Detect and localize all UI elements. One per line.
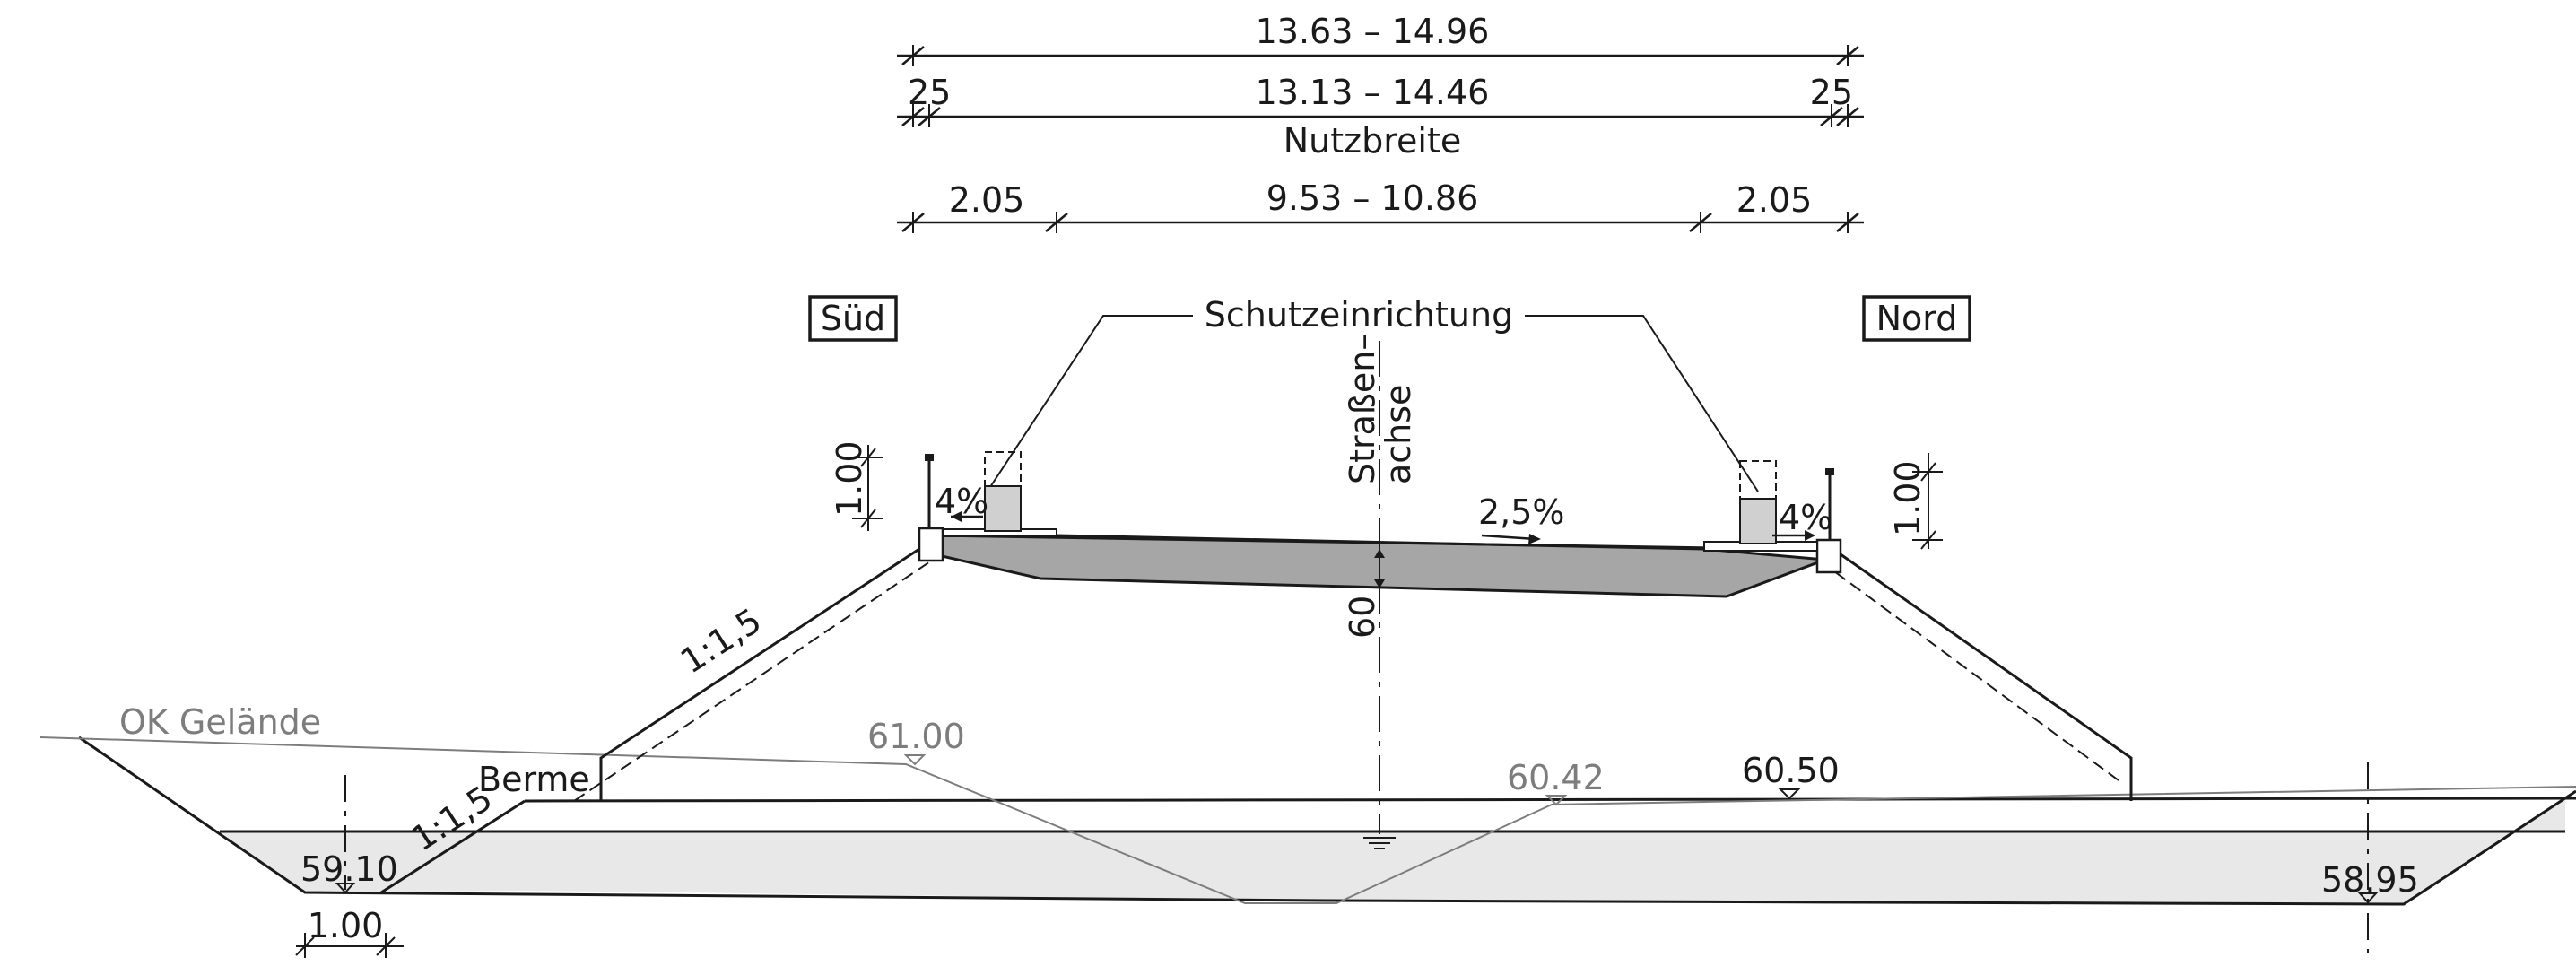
pavement-thickness-arrow-bottom bbox=[1374, 579, 1385, 588]
ditch-fill-left bbox=[220, 831, 525, 892]
embankment-left bbox=[599, 547, 920, 801]
dim-edge-right: 25 bbox=[1810, 73, 1853, 112]
dimension-chain-total bbox=[897, 45, 1864, 66]
ground-left-marker bbox=[903, 754, 927, 766]
dim-shoulder-left: 2.05 bbox=[949, 180, 1025, 220]
slope-upper-label: 1:1,5 bbox=[674, 601, 769, 682]
left-cap bbox=[918, 527, 944, 562]
pavement-thickness-label: 60 bbox=[1343, 596, 1382, 639]
left-barrier-outline bbox=[984, 451, 1022, 487]
berm-level-elev: 60.50 bbox=[1742, 751, 1840, 790]
dim-usable-width: 13.13 – 14.46 bbox=[1256, 73, 1490, 112]
right-cap bbox=[1815, 538, 1842, 574]
ground-left-elev: 61.00 bbox=[867, 717, 965, 756]
embankment-inner-left bbox=[573, 555, 939, 802]
axis-label-line1: Straßen– bbox=[1343, 334, 1382, 484]
axis-label-line2: achse bbox=[1379, 385, 1418, 484]
dim-edge-left: 25 bbox=[908, 73, 951, 112]
barrier-leader-left bbox=[988, 315, 1193, 491]
right-curb bbox=[1703, 541, 1818, 552]
ditch-slope-line bbox=[380, 799, 526, 894]
carriageway-slope-arrowhead bbox=[1528, 534, 1541, 544]
north-box bbox=[1862, 295, 1971, 342]
right-slope-label: 4% bbox=[1779, 498, 1832, 537]
berm-label: Berme bbox=[478, 760, 590, 799]
pavement-thickness-arrow-top bbox=[1374, 549, 1385, 558]
ground-right-marker bbox=[1545, 795, 1568, 806]
ground-right-elev: 60.42 bbox=[1507, 758, 1605, 797]
left-slope-label: 4% bbox=[935, 482, 988, 521]
barrier-height-left: 1.00 bbox=[830, 440, 869, 517]
left-barrier-post bbox=[984, 485, 1022, 532]
south-box bbox=[808, 295, 898, 342]
dimension-chain-lanes bbox=[897, 212, 1864, 233]
dim-shoulder-right: 2.05 bbox=[1736, 180, 1813, 220]
subgrade-bottom-line bbox=[78, 736, 2576, 906]
barrier-height-right-dim bbox=[1912, 453, 1943, 550]
right-barrier-post bbox=[1739, 498, 1777, 544]
left-railing-top bbox=[925, 454, 934, 461]
berm-level-marker bbox=[1778, 788, 1801, 800]
subgrade-fill bbox=[525, 798, 2565, 904]
south-label: Süd bbox=[821, 299, 885, 338]
left-slope-arrowhead bbox=[951, 511, 962, 522]
ditch-right-marker bbox=[2357, 892, 2379, 904]
ditch-left-elev: 59.10 bbox=[300, 849, 398, 889]
ditch-width-label: 1.00 bbox=[308, 906, 384, 945]
ditch-width-dim bbox=[295, 933, 404, 958]
barrier-height-right: 1.00 bbox=[1888, 460, 1928, 536]
existing-ground-line bbox=[39, 736, 2576, 904]
barrier-label: Schutzeinrichtung bbox=[1205, 295, 1513, 335]
dimension-chain-usable bbox=[897, 104, 1864, 127]
embankment-inner-right bbox=[1820, 561, 2119, 781]
right-barrier-outline bbox=[1739, 460, 1777, 500]
ditch-left-marker bbox=[335, 883, 356, 894]
barrier-leader-right bbox=[1525, 315, 1759, 492]
carriageway-slope-arrow bbox=[1481, 534, 1536, 541]
dim-total-width: 13.63 – 14.96 bbox=[1256, 12, 1490, 51]
barrier-height-left-dim bbox=[852, 445, 883, 531]
north-label: Nord bbox=[1876, 299, 1958, 338]
dim-usable-label: Nutzbreite bbox=[1284, 121, 1461, 161]
carriageway-slope-label: 2,5% bbox=[1478, 492, 1565, 532]
embankment-right bbox=[1840, 553, 2133, 801]
right-slope-arrowhead bbox=[1805, 530, 1815, 541]
ground-label: OK Gelände bbox=[119, 702, 321, 742]
right-railing-top bbox=[1825, 468, 1834, 475]
dim-carriageway: 9.53 – 10.86 bbox=[1266, 178, 1479, 218]
